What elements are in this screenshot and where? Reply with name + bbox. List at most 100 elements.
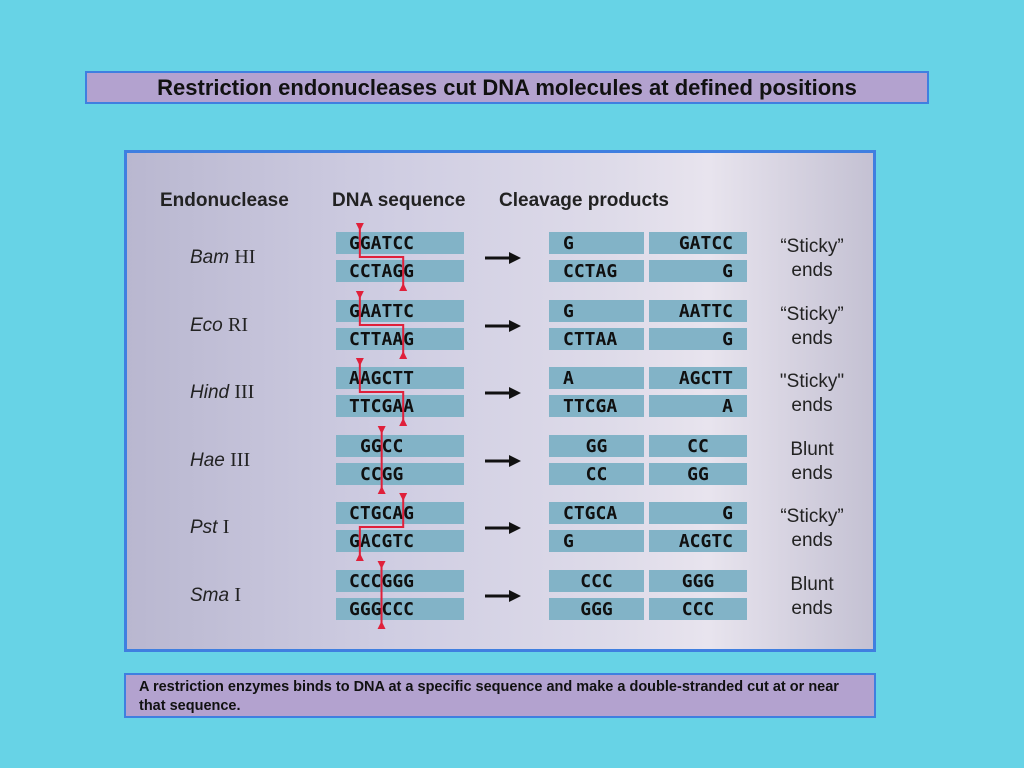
end-type-line1: "Sticky": [779, 371, 845, 392]
arrow-right-icon: [485, 522, 521, 534]
cleavage-product-sequence: G: [563, 232, 574, 254]
cleavage-product-sequence: G: [722, 260, 733, 282]
cleavage-product-sequence: GGG: [681, 570, 715, 592]
end-type-label: “Sticky” ends: [757, 505, 867, 553]
dna-sequence-top: GAATTC: [349, 300, 415, 322]
end-type-label: “Sticky” ends: [757, 303, 867, 351]
dna-sequence-bottom: CTTAAG: [349, 328, 415, 350]
enzyme-name-numeral: III: [230, 449, 251, 471]
cleavage-product-sequence: GG: [585, 435, 608, 457]
end-type-line2: ends: [791, 530, 833, 551]
header-cleavage-products: Cleavage products: [499, 190, 669, 211]
end-type-line2: ends: [791, 328, 833, 349]
cleavage-product-bar: GGG: [649, 570, 747, 592]
cleavage-product-bar: GG: [649, 463, 747, 485]
enzyme-name-italic: Bam: [190, 247, 230, 268]
cleavage-product-bar: A: [549, 367, 644, 389]
dna-sequence-bottom: GACGTC: [349, 530, 415, 552]
cleavage-product-bar: G: [549, 300, 644, 322]
dna-strand-top: AAGCTT: [336, 367, 464, 389]
enzyme-name: Hae III: [190, 449, 250, 472]
cleavage-product-bar: CCC: [649, 598, 747, 620]
dna-strand-bottom: GGGCCC: [336, 598, 464, 620]
dna-strand-bottom: CCTAGG: [336, 260, 464, 282]
cleavage-product-sequence: G: [563, 530, 574, 552]
cleavage-product-sequence: CCTAG: [563, 260, 618, 282]
dna-strand-bottom: CTTAAG: [336, 328, 464, 350]
end-type-line2: ends: [791, 598, 833, 619]
end-type-line1: “Sticky”: [780, 304, 844, 325]
title-box: Restriction endonucleases cut DNA molecu…: [85, 71, 929, 104]
cleavage-product-sequence: CTTAA: [563, 328, 618, 350]
cleavage-product-sequence: G: [563, 300, 574, 322]
cleavage-product-bar: AATTC: [649, 300, 747, 322]
arrow-right-icon: [485, 387, 521, 399]
arrow-right-icon: [485, 252, 521, 264]
cleavage-product-sequence: AATTC: [678, 300, 733, 322]
cleavage-product-bar: GATCC: [649, 232, 747, 254]
enzyme-name-numeral: III: [234, 381, 255, 403]
enzyme-name-numeral: I: [222, 516, 230, 538]
cleavage-product-bar: GG: [549, 435, 644, 457]
dna-sequence-bottom: TTCGAA: [349, 395, 415, 417]
end-type-label: “Sticky” ends: [757, 235, 867, 283]
enzyme-name: Hind III: [190, 381, 254, 404]
cleavage-product-sequence: CCC: [580, 570, 613, 592]
arrow-right-icon: [485, 320, 521, 332]
enzyme-name-numeral: RI: [228, 314, 249, 336]
end-type-line1: “Sticky”: [780, 506, 844, 527]
dna-sequence-bottom: GGGCCC: [349, 598, 415, 620]
enzyme-name-italic: Sma: [190, 585, 230, 606]
cleavage-product-sequence: GATCC: [678, 232, 733, 254]
cleavage-product-sequence: A: [722, 395, 733, 417]
cleavage-product-bar: G: [649, 502, 747, 524]
dna-strand-top: CTGCAG: [336, 502, 464, 524]
end-type-line1: Blunt: [790, 574, 834, 595]
cleavage-product-bar: CTGCA: [549, 502, 644, 524]
dna-sequence-bottom: CCTAGG: [349, 260, 415, 282]
cleavage-product-bar: CC: [549, 463, 644, 485]
cleavage-product-bar: G: [649, 328, 747, 350]
cleavage-product-bar: CTTAA: [549, 328, 644, 350]
enzyme-name-numeral: HI: [234, 246, 256, 268]
end-type-label: "Sticky" ends: [757, 370, 867, 418]
end-type-line2: ends: [791, 260, 833, 281]
cleavage-product-bar: ACGTC: [649, 530, 747, 552]
cleavage-product-sequence: CC: [585, 463, 608, 485]
dna-strand-bottom: CCGG: [336, 463, 464, 485]
cleavage-product-bar: G: [549, 530, 644, 552]
end-type-line1: “Sticky”: [780, 236, 844, 257]
dna-strand-top: CCCGGG: [336, 570, 464, 592]
cleavage-product-bar: CCTAG: [549, 260, 644, 282]
header-dna-sequence: DNA sequence: [332, 190, 466, 211]
enzyme-name-italic: Pst: [190, 517, 218, 538]
dna-sequence-top: CCCGGG: [349, 570, 415, 592]
enzyme-name: Eco RI: [190, 314, 248, 337]
cleavage-product-bar: CCC: [549, 570, 644, 592]
end-type-line2: ends: [791, 395, 833, 416]
cleavage-product-sequence: ACGTC: [678, 530, 733, 552]
dna-sequence-top: CTGCAG: [349, 502, 415, 524]
cleavage-product-sequence: CTGCA: [563, 502, 618, 524]
end-type-line1: Blunt: [790, 439, 834, 460]
restriction-enzyme-figure: Endonuclease DNA sequence Cleavage produ…: [124, 150, 876, 652]
slide-caption: A restriction enzymes binds to DNA at a …: [139, 679, 839, 714]
cleavage-product-bar: GGG: [549, 598, 644, 620]
cleavage-product-sequence: GGG: [580, 598, 613, 620]
dna-sequence-bottom: CCGG: [360, 463, 404, 485]
cleavage-product-sequence: G: [722, 328, 733, 350]
cleavage-product-sequence: CC: [687, 435, 709, 457]
dna-sequence-top: GGATCC: [349, 232, 415, 254]
cleavage-product-sequence: AGCTT: [678, 367, 733, 389]
enzyme-name: Bam HI: [190, 246, 255, 269]
dna-sequence-top: GGCC: [360, 435, 404, 457]
dna-strand-bottom: TTCGAA: [336, 395, 464, 417]
cleavage-product-sequence: TTCGA: [563, 395, 618, 417]
dna-strand-top: GGCC: [336, 435, 464, 457]
cleavage-product-sequence: CCC: [681, 598, 715, 620]
cleavage-product-sequence: GG: [687, 463, 709, 485]
arrow-right-icon: [485, 590, 521, 602]
enzyme-name-italic: Eco: [190, 315, 223, 336]
cleavage-product-sequence: A: [563, 367, 574, 389]
